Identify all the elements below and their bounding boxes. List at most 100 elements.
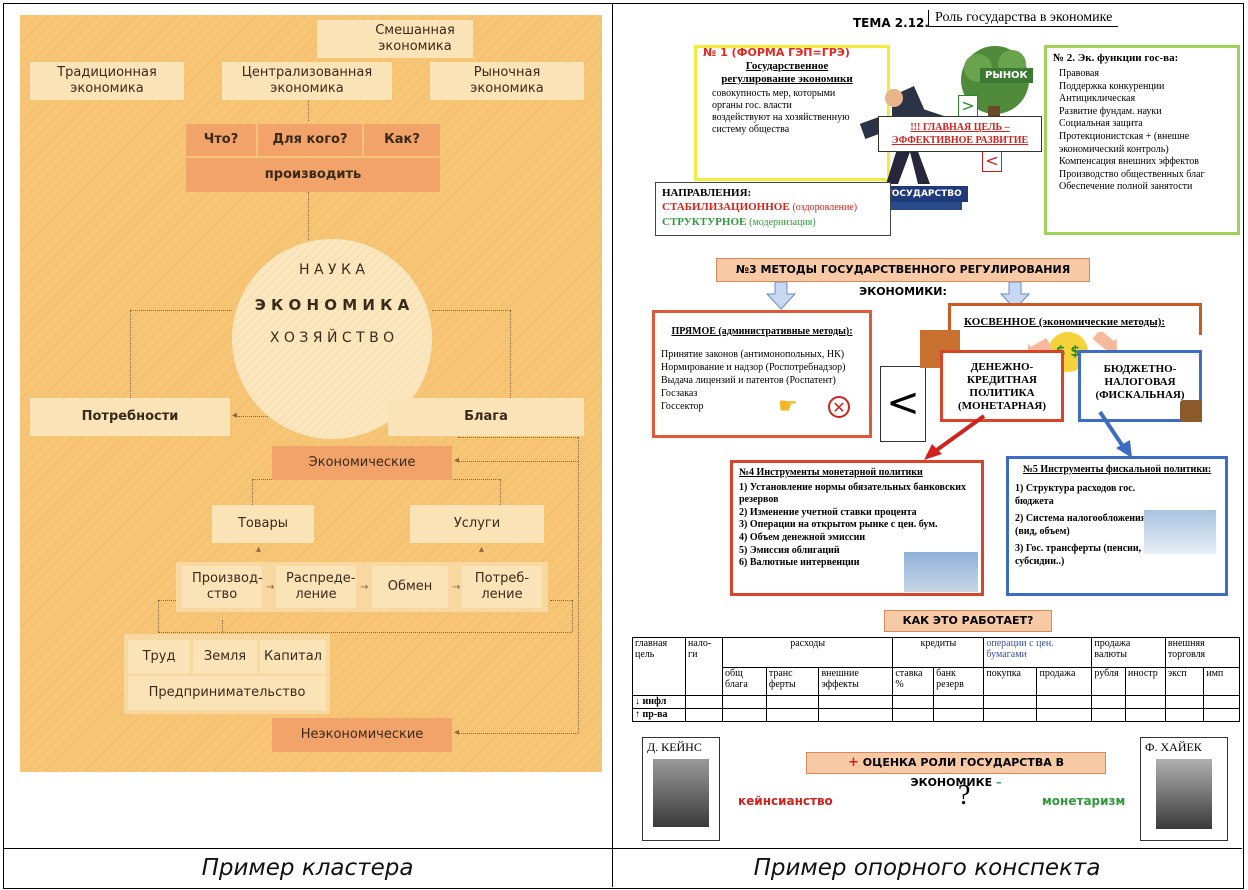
- n3-header: №3 МЕТОДЫ ГОСУДАРСТВЕННОГО РЕГУЛИРОВАНИЯ…: [716, 258, 1090, 298]
- household-label: Х О З Я Й С Т В О: [269, 330, 395, 346]
- table-divider: [612, 3, 613, 887]
- factor-capital: Капитал: [260, 640, 326, 674]
- n4-header: №4 Инструменты монетарной политики: [739, 467, 923, 478]
- table-header: расходы: [721, 637, 894, 668]
- table-subheader: банк резерв: [933, 667, 985, 696]
- table-subheader: общ блага: [722, 667, 767, 696]
- n4-item: 6) Валютные интервенции: [739, 557, 860, 569]
- keynes-portrait: [653, 759, 709, 827]
- n2-list: Правовая Поддержка конкуренции Антицикли…: [1053, 68, 1231, 194]
- table-subheader: ставка %: [892, 667, 935, 696]
- market-economy-label: Рыночная экономика: [470, 65, 544, 96]
- noneconomic-goods-box: Неэкономические: [272, 718, 452, 752]
- centralized-economy-label: Централизованная экономика: [241, 65, 373, 96]
- traditional-economy-box: Традиционная экономика: [30, 62, 184, 100]
- entrepreneurship-box: Предпринимательство: [128, 676, 326, 710]
- n2-item: Антициклическая: [1059, 93, 1136, 105]
- economic-goods-box: Экономические: [272, 446, 452, 480]
- stage-consumption: Потреб-ление: [462, 566, 542, 608]
- down-arrow-icon: [999, 281, 1031, 310]
- less-sign: <: [982, 150, 1002, 172]
- centralized-economy-box: Централизованная экономика: [222, 62, 392, 100]
- needs-box: Потребности: [30, 398, 230, 436]
- science-label: Н А У К А: [299, 262, 365, 278]
- products-box: Товары: [212, 505, 314, 543]
- table-subheader: эксп: [1164, 667, 1205, 696]
- n5-item: 3) Гос. трансферты (пенсии, пособия, суб…: [1015, 543, 1183, 567]
- n5-header: №5 Инструменты фискальной политики:: [1022, 464, 1212, 475]
- question-mark: ?: [958, 780, 971, 811]
- blue-arrow-icon: [1098, 410, 1132, 458]
- n4-item: 2) Изменение учетной ставки процента: [739, 506, 917, 518]
- direction-structural-note: (модернизация): [749, 217, 816, 228]
- arrow-down-right: [999, 281, 1031, 314]
- hayek-name: Ф. ХАЙЕК: [1145, 740, 1202, 754]
- n2-item: Правовая: [1059, 68, 1099, 79]
- arrow-down-left: [765, 281, 797, 314]
- stage-exchange: Обмен: [372, 566, 448, 608]
- stage-distribution: Распреде-ление: [276, 566, 356, 608]
- table-subheader: иностр: [1124, 667, 1166, 696]
- how-it-works-label: КАК ЭТО РАБОТАЕТ?: [884, 610, 1052, 632]
- direct-item: Госзаказ: [661, 388, 698, 399]
- state-label: ГОСУДАРСТВО: [880, 186, 968, 202]
- caption-right: Пример опорного конспекта: [753, 855, 1101, 881]
- n2-item: Обеспечение полной занятости: [1059, 181, 1193, 193]
- economics-label: Э К О Н О М И К А: [254, 296, 410, 314]
- assessment-plus: +: [848, 755, 859, 770]
- stage-distribution-label: Распреде-ление: [286, 571, 356, 602]
- stage-production: Производ-ство: [182, 566, 263, 608]
- indirect-header: КОСВЕННОЕ (экономические методы):: [962, 316, 1168, 328]
- n4-item: 5) Эмиссия облигаций: [739, 544, 840, 556]
- hayek-portrait: [1156, 759, 1212, 829]
- keynesianism-label: кейнсианство: [738, 794, 833, 808]
- direction-structural-label: СТРУКТУРНОЕ: [662, 216, 747, 228]
- keynes-name: Д. КЕЙНС: [647, 740, 702, 754]
- n5-item: 1) Структура расходов гос. бюджета: [1015, 483, 1136, 507]
- table-header: продажа валюты: [1091, 637, 1166, 668]
- government-building-image: [1144, 510, 1216, 554]
- produce-box: производить: [186, 158, 440, 192]
- directions-header: НАПРАВЛЕНИЯ:: [662, 187, 752, 199]
- n4-item: 4) Объем денежной эмиссии: [739, 531, 866, 543]
- mixed-economy-label: Смешанная экономика: [375, 23, 455, 54]
- table-header-text: операции с цен. бумагами: [986, 638, 1054, 660]
- stage-consumption-label: Потреб-ление: [474, 571, 530, 602]
- question-for-whom: Для кого?: [258, 124, 362, 156]
- n1-text: совокупность мер, которыми органы гос. в…: [712, 88, 850, 135]
- barrel-icon: [1180, 400, 1202, 422]
- table-row: ↑ пр-ва: [632, 708, 1240, 722]
- caption-row-line: [3, 848, 1242, 849]
- n1-box: [694, 45, 890, 181]
- question-how: Как?: [364, 124, 440, 156]
- hayek-card: Ф. ХАЙЕК: [1140, 737, 1228, 841]
- table-subheader: покупка: [983, 667, 1038, 696]
- monetarism-label: монетаризм: [1042, 794, 1126, 808]
- down-arrow-icon: [1092, 329, 1118, 354]
- market-label: РЫНОК: [980, 68, 1033, 83]
- direct-methods-box: ПРЯМОЕ (административные методы): Принят…: [652, 310, 872, 438]
- fiscal-policy-box: БЮДЖЕТНО-НАЛОГОВАЯ (ФИСКАЛЬНАЯ): [1078, 350, 1202, 422]
- topic-title: Роль государства в экономике: [928, 10, 1119, 27]
- direction-stabilization: СТАБИЛИЗАЦИОННОЕ (оздоровление): [662, 200, 884, 215]
- fiscal-policy-label: БЮДЖЕТНО-НАЛОГОВАЯ (ФИСКАЛЬНАЯ): [1095, 363, 1185, 401]
- main-goal-text: !!! ГЛАВНАЯ ЦЕЛЬ – ЭФФЕКТИВНОЕ РАЗВИТИЕ: [891, 122, 1029, 146]
- n2-box: № 2. Эк. функции гос-ва: Правовая Поддер…: [1044, 45, 1240, 235]
- market-economy-box: Рыночная экономика: [430, 62, 584, 100]
- table-frame: [3, 3, 1244, 889]
- table-subheader: продажа: [1036, 667, 1093, 696]
- direction-structural: СТРУКТУРНОЕ (модернизация): [662, 215, 884, 230]
- keynes-card: Д. КЕЙНС: [642, 737, 720, 841]
- n4-item: 1) Установление нормы обязательных банко…: [739, 481, 967, 506]
- main-goal: !!! ГЛАВНАЯ ЦЕЛЬ – ЭФФЕКТИВНОЕ РАЗВИТИЕ: [878, 116, 1042, 152]
- cross-icon: ✕: [828, 396, 850, 418]
- assessment-minus: –: [995, 776, 1002, 789]
- directions-box: НАПРАВЛЕНИЯ: СТАБИЛИЗАЦИОННОЕ (оздоровле…: [655, 182, 891, 236]
- bank-building-image: [904, 552, 978, 592]
- factor-land: Земля: [193, 640, 257, 674]
- direct-item: Выдача лицензий и патентов (Роспатент): [661, 375, 836, 386]
- n2-item: Производство общественных благ: [1059, 168, 1205, 180]
- traditional-economy-label: Традиционная экономика: [57, 65, 157, 96]
- arrow-to-n5: [1094, 408, 1144, 464]
- direct-item: Принятие законов (антимонопольных, НК): [661, 349, 845, 360]
